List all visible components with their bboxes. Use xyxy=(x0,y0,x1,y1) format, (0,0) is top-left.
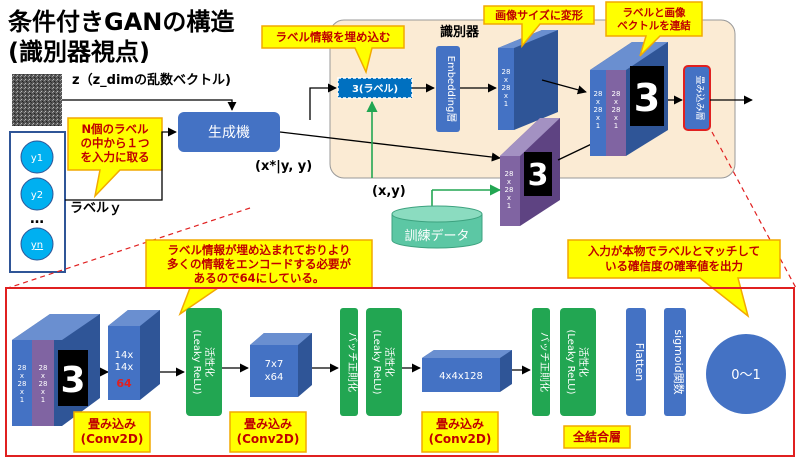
svg-text:入力が本物でラベルとマッチしている確信度の確率値を出力: 入力が本物でラベルとマッチしている確信度の確率値を出力 xyxy=(588,244,760,273)
generator-output: (x*|y, y) xyxy=(255,159,312,174)
dense-label: 全結合層 xyxy=(563,425,631,449)
noise-image xyxy=(12,74,62,126)
embedding-text: Embedding層 xyxy=(445,56,457,123)
title-line1: 条件付きGANの構造 xyxy=(8,8,234,36)
svg-text:バッチ正則化: バッチ正則化 xyxy=(538,332,551,392)
svg-text:畳み込み(Conv2D): 畳み込み(Conv2D) xyxy=(81,416,144,446)
callout-concat: ラベルと画像ベクトルを連結 xyxy=(605,1,703,57)
detail-output-circle xyxy=(706,334,786,414)
svg-text:活性化(Leaky ReLU): 活性化(Leaky ReLU) xyxy=(565,329,590,394)
detail-batchnorm-1 xyxy=(340,308,358,416)
label-input-text: 3(ラベル) xyxy=(352,83,398,95)
detail-activation-1 xyxy=(186,308,222,416)
detail-conv3-tensor: 4x4x128 xyxy=(422,350,512,392)
conv-head-text: 畳み込み層 xyxy=(694,75,705,120)
callout-output-prob: 入力が本物でラベルとマッチしている確信度の確率値を出力 xyxy=(567,239,781,318)
svg-text:活性化(Leaky ReLU): 活性化(Leaky ReLU) xyxy=(371,329,396,394)
label-item-1-text: y1 xyxy=(31,153,43,164)
detail-activation-2 xyxy=(366,308,402,416)
svg-text:N個のラベルの中から１つを入力に取る: N個のラベルの中から１つを入力に取る xyxy=(81,122,150,164)
image-tensor-digit: 3 xyxy=(528,158,549,193)
callout-resize-image: 画像サイズに変形 xyxy=(483,5,595,49)
training-pair: (x,y) xyxy=(372,184,406,199)
svg-text:ラベル情報を埋め込む: ラベル情報を埋め込む xyxy=(276,30,391,44)
svg-text:画像サイズに変形: 画像サイズに変形 xyxy=(495,8,583,22)
svg-text:活性化(Leaky ReLU): 活性化(Leaky ReLU) xyxy=(191,329,216,394)
noise-label: z（z_dimの乱数ベクトル) xyxy=(72,72,231,88)
conv-label-1: 畳み込み(Conv2D) xyxy=(73,411,151,453)
svg-text:Flatten: Flatten xyxy=(633,343,646,382)
label-item-n xyxy=(20,227,54,261)
svg-text:ラベル情報が埋め込まれておりより多くの情報をエンコードする必: ラベル情報が埋め込まれておりより多くの情報をエンコードする必要があるので64にし… xyxy=(167,243,351,285)
detail-output-text: 0～1 xyxy=(731,368,761,383)
svg-text:畳み込み(Conv2D): 畳み込み(Conv2D) xyxy=(429,416,492,446)
svg-text:4x4x128: 4x4x128 xyxy=(439,371,483,382)
label-item-1 xyxy=(20,140,54,174)
callout-embedded-info: ラベル情報が埋め込まれておりより多くの情報をエンコードする必要があるので64にし… xyxy=(145,239,373,316)
training-data-label: 訓練データ xyxy=(404,228,469,244)
detail-activation-3 xyxy=(560,308,596,416)
svg-text:3: 3 xyxy=(634,76,660,120)
svg-text:全結合層: 全結合層 xyxy=(572,429,621,444)
title-line2: (識別器視点) xyxy=(8,38,150,66)
label-item-ellipsis: … xyxy=(30,211,44,227)
svg-text:sigmoid関数: sigmoid関数 xyxy=(672,329,685,394)
detail-flatten xyxy=(626,308,646,416)
svg-text:畳み込み(Conv2D): 畳み込み(Conv2D) xyxy=(237,416,300,446)
svg-text:ラベルと画像ベクトルを連結: ラベルと画像ベクトルを連結 xyxy=(617,6,691,32)
training-data-cylinder: 訓練データ xyxy=(391,205,483,249)
label-item-2 xyxy=(20,177,54,211)
conv1-channels: 64 xyxy=(116,377,132,390)
detail-frame xyxy=(5,287,795,457)
label-caption: ラベルｙ xyxy=(70,201,122,216)
discriminator-title: 識別器 xyxy=(440,24,480,40)
detail-sigmoid xyxy=(664,308,686,416)
callout-choose-label: N個のラベルの中から１つを入力に取る xyxy=(67,117,163,199)
generator-block xyxy=(178,112,280,152)
detail-batchnorm-2 xyxy=(532,308,550,416)
conv-head-block xyxy=(683,65,711,131)
conv-label-2: 畳み込み(Conv2D) xyxy=(229,411,307,453)
label-item-n-text: yn xyxy=(31,240,43,251)
label-input-box xyxy=(337,77,413,99)
callout-embed-label: ラベル情報を埋め込む xyxy=(261,25,405,75)
embedding-block xyxy=(436,46,460,132)
label-item-2-text: y2 xyxy=(31,190,43,201)
conv-label-3: 畳み込み(Conv2D) xyxy=(421,411,499,453)
svg-text:3: 3 xyxy=(60,360,85,401)
generator-label: 生成機 xyxy=(208,125,250,141)
svg-text:バッチ正則化: バッチ正則化 xyxy=(346,332,359,392)
